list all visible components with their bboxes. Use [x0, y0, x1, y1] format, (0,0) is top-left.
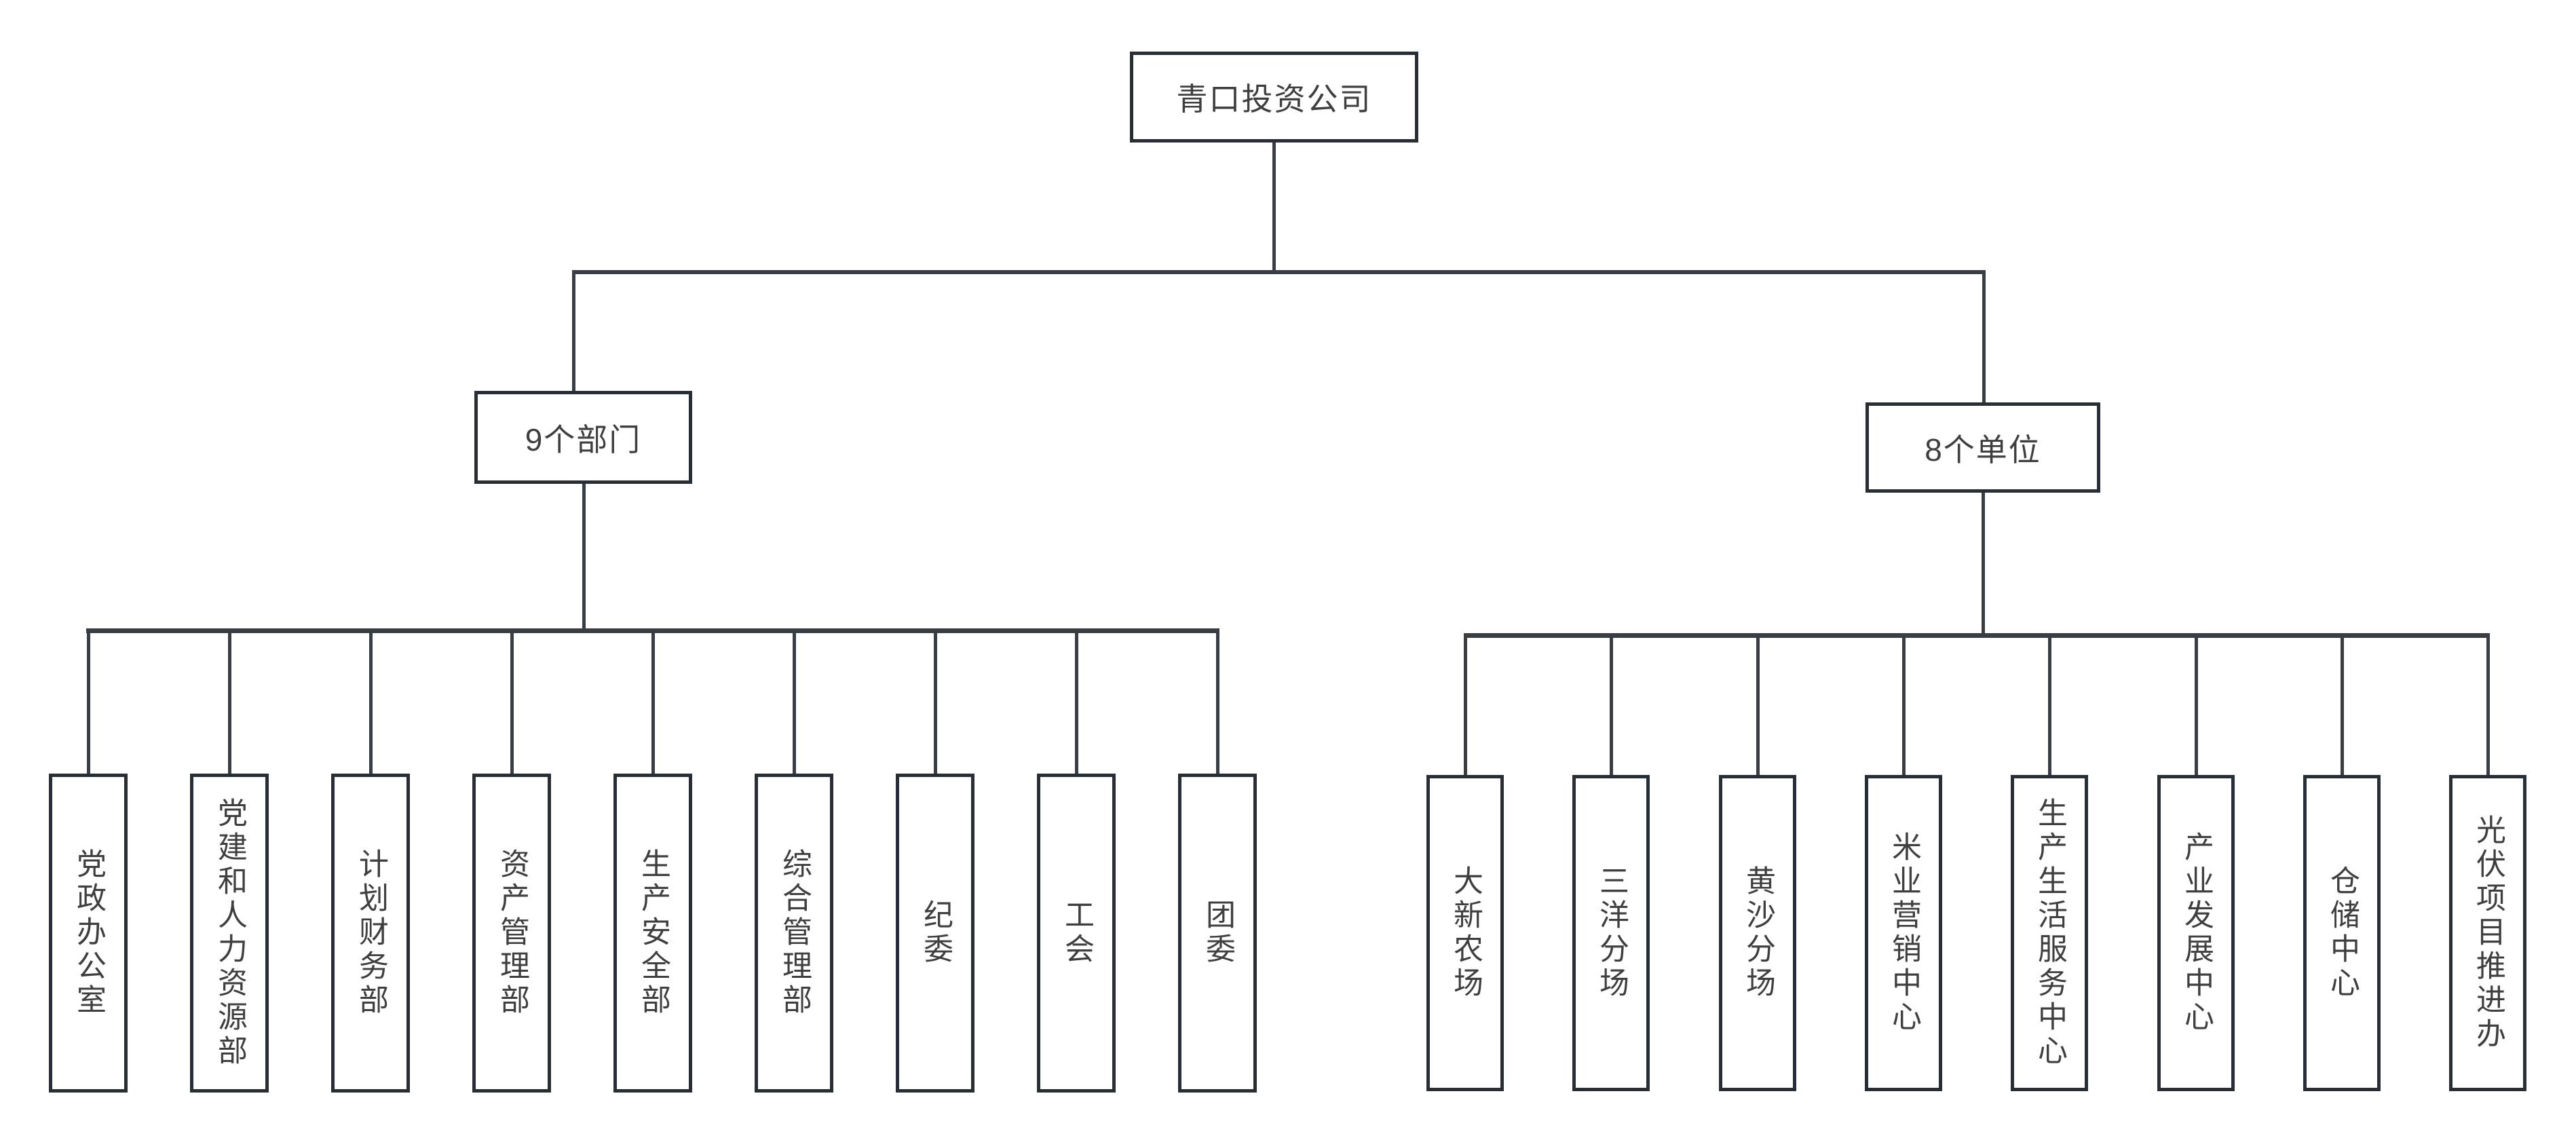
unit-node: 大新农场	[1426, 775, 1504, 1091]
unit-node-label: 产业发展中心	[2180, 831, 2213, 1035]
unit-node: 仓储中心	[2303, 775, 2381, 1091]
root-node-company: 青口投资公司	[1130, 52, 1418, 143]
connector-leaf-drop	[2341, 633, 2344, 775]
root-node-label: 青口投资公司	[1176, 81, 1372, 117]
unit-node-label: 光伏项目推进办	[2471, 814, 2505, 1052]
unit-node: 三洋分场	[1572, 775, 1650, 1091]
dept-node-label: 团委	[1201, 899, 1234, 967]
connector-right-branch-drop	[1982, 270, 1986, 405]
unit-node: 光伏项目推进办	[2449, 775, 2526, 1091]
connector-left-branch-stem	[582, 484, 586, 631]
connector-leaf-drop	[87, 628, 90, 774]
dept-node-label: 资产管理部	[495, 848, 529, 1018]
dept-node-label: 计划财务部	[354, 848, 387, 1018]
dept-node: 资产管理部	[472, 774, 551, 1093]
dept-node-label: 工会	[1060, 899, 1093, 967]
connector-leaf-drop	[934, 628, 937, 774]
dept-node: 纪委	[896, 774, 974, 1093]
connector-left-branch-drop	[572, 270, 575, 394]
unit-node-label: 米业营销中心	[1887, 831, 1920, 1035]
dept-node-label: 党建和人力资源部	[213, 797, 246, 1069]
branch-node-label: 8个单位	[1925, 432, 2041, 468]
connector-leaf-drop	[369, 628, 373, 774]
connector-leaf-drop	[2486, 633, 2490, 775]
connector-leaf-drop	[1464, 633, 1467, 775]
connector-root-stem	[1272, 143, 1276, 271]
dept-node: 生产安全部	[613, 774, 692, 1093]
unit-node-label: 生产生活服务中心	[2033, 797, 2066, 1069]
connector-leaf-drop	[510, 628, 514, 774]
dept-node: 党政办公室	[49, 774, 128, 1093]
connector-leaf-drop	[1075, 628, 1078, 774]
dept-node: 党建和人力资源部	[190, 774, 269, 1093]
dept-node-label: 生产安全部	[637, 848, 670, 1018]
dept-node-label: 纪委	[919, 899, 952, 967]
unit-node: 米业营销中心	[1865, 775, 1942, 1091]
connector-leaf-drop	[1756, 633, 1760, 775]
dept-node-label: 综合管理部	[778, 848, 811, 1018]
unit-node: 黄沙分场	[1719, 775, 1796, 1091]
branch-node-label: 9个部门	[525, 421, 642, 457]
connector-leaf-drop	[1902, 633, 1906, 775]
connector-trunk-bus	[572, 270, 1986, 274]
unit-node: 生产生活服务中心	[2011, 775, 2088, 1091]
unit-node: 产业发展中心	[2157, 775, 2235, 1091]
connector-leaf-drop	[2195, 633, 2198, 775]
dept-node: 工会	[1037, 774, 1116, 1093]
dept-node-label: 党政办公室	[72, 848, 105, 1018]
unit-node-label: 大新农场	[1449, 865, 1482, 1001]
branch-node-units: 8个单位	[1865, 402, 2100, 493]
connector-leaf-drop	[228, 628, 231, 774]
connector-right-children-bus	[1464, 633, 2490, 638]
unit-node-label: 仓储中心	[2326, 865, 2359, 1001]
connector-leaf-drop	[793, 628, 796, 774]
unit-node-label: 三洋分场	[1595, 865, 1628, 1001]
dept-node: 团委	[1178, 774, 1257, 1093]
unit-node-label: 黄沙分场	[1741, 865, 1775, 1001]
dept-node: 计划财务部	[331, 774, 410, 1093]
connector-right-branch-stem	[1982, 493, 1985, 636]
connector-leaf-drop	[1610, 633, 1613, 775]
dept-node: 综合管理部	[755, 774, 833, 1093]
connector-leaf-drop	[651, 628, 655, 774]
connector-leaf-drop	[1216, 628, 1219, 774]
branch-node-departments: 9个部门	[474, 391, 692, 484]
connector-leaf-drop	[2048, 633, 2051, 775]
